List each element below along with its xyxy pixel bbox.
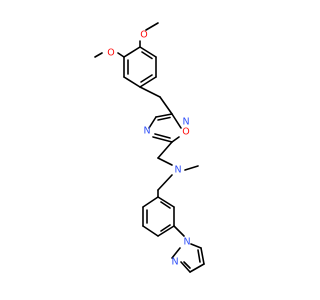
benzyl-bond-1 [139, 86, 161, 98]
atom-o-methoxy-left: O [107, 48, 114, 59]
atom-n-amine: N [174, 165, 181, 176]
methoxy-top [139, 22, 159, 48]
oxadiazole-ring [148, 113, 182, 143]
n-benzyl-bond-1 [157, 174, 173, 191]
methylene-bond-1 [157, 141, 173, 159]
atom-o-oxadiazole: O [182, 127, 189, 138]
atom-n-oxadiazole-left: N [143, 126, 150, 137]
dimethoxyphenyl-ring [123, 46, 157, 88]
methoxy-left [94, 52, 125, 58]
pyrazole-ring [171, 243, 205, 273]
atom-n-oxadiazole-right: N [182, 117, 189, 128]
benzyl-bond-2 [159, 96, 173, 115]
structure-canvas: O O N O N N N N [94, 22, 205, 273]
methylene-bond-2 [157, 157, 173, 166]
atom-n-pyrazole-left: N [171, 257, 178, 268]
atom-o-methoxy-top: O [140, 30, 147, 41]
atom-n-pyrazole-attached: N [183, 237, 190, 248]
n-methyl-bond [184, 165, 199, 171]
phenyl-ring [142, 196, 175, 237]
aryl-pyrazole-bond [173, 225, 185, 237]
molecule-diagram: O O N O N N N N [94, 22, 205, 273]
